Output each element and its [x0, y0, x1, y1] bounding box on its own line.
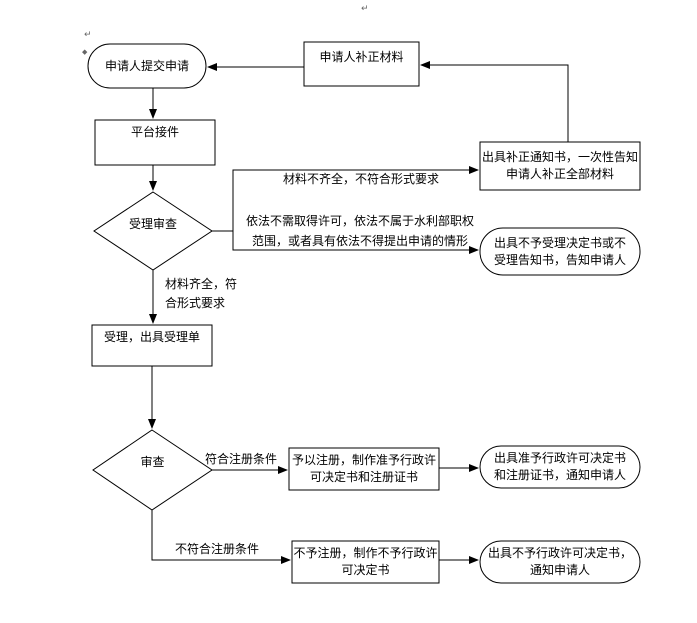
bullet-mark: ◆ — [82, 48, 88, 56]
deny-decision-line-1: 出具不予行政许可决定书， — [487, 546, 632, 560]
receive-node: 平台接件 — [95, 120, 215, 144]
edge-label-meets: 符合注册条件 — [205, 452, 278, 466]
correction-notice-line-1: 出具补正通知书，一次性告知 — [481, 150, 638, 164]
grant-register-shape — [288, 447, 440, 491]
edge-label-not-required-line-2: 范围，或者具有依法不得提出申请的情形 — [252, 234, 469, 248]
acceptance-review-label: 受理审查 — [128, 216, 177, 231]
grant-register-node: 予以注册，制作准予行政许 可决定书和注册证书 — [289, 448, 439, 490]
correction-notice-shape — [479, 141, 641, 191]
submit-node: 申请人提交申请 — [88, 44, 206, 88]
acceptance-review-node: 受理审查 — [94, 214, 212, 234]
paragraph-mark: ↵ — [84, 30, 92, 40]
grant-decision-node: 出具准予行政许可决定书 和注册证书，通知申请人 — [480, 446, 640, 488]
correction-notice-node: 出具补正通知书，一次性告知 申请人补正全部材料 — [480, 142, 640, 190]
receive-shape — [94, 119, 216, 166]
supplement-label: 申请人补正材料 — [319, 49, 404, 64]
arrow-review-correction — [212, 166, 479, 232]
review-label: 审查 — [140, 454, 165, 469]
accept-node: 受理，出具受理单 — [92, 325, 212, 349]
receive-label: 平台接件 — [130, 124, 179, 139]
submit-shape — [87, 43, 207, 89]
submit-label: 申请人提交申请 — [104, 58, 189, 73]
deny-register-line-2: 可决定书 — [341, 563, 390, 577]
deny-decision-node: 出具不予行政许可决定书， 通知申请人 — [480, 541, 640, 583]
grant-decision-line-2: 和注册证书，通知申请人 — [493, 468, 626, 482]
reject-notice-line-2: 受理告知书，告知申请人 — [493, 252, 626, 267]
deny-decision-shape — [479, 540, 641, 584]
grant-register-line-1: 予以注册，制作准予行政许 — [291, 453, 436, 467]
grant-decision-shape — [479, 445, 641, 489]
supplement-shape — [303, 41, 420, 87]
deny-register-node: 不予注册，制作不予行政许 可决定书 — [292, 541, 439, 583]
arrow-correction-supplement — [420, 61, 569, 142]
paragraph-mark: ↵ — [361, 4, 369, 14]
arrow-review-reject — [232, 231, 479, 254]
reject-notice-line-1: 出具不予受理决定书或不 — [493, 235, 626, 250]
supplement-node: 申请人补正材料 — [304, 42, 419, 72]
grant-decision-line-1: 出具准予行政许可决定书 — [493, 451, 626, 465]
reject-notice-shape — [479, 227, 641, 276]
edge-label-not-meets: 不符合注册条件 — [175, 542, 260, 556]
reject-notice-node: 出具不予受理决定书或不 受理告知书，告知申请人 — [480, 228, 640, 275]
edge-label-complete-line-2: 合形式要求 — [165, 296, 226, 310]
correction-notice-line-2: 申请人补正全部材料 — [505, 167, 614, 181]
accept-label: 受理，出具受理单 — [104, 329, 201, 344]
edge-label-not-required-line-1: 依法不需取得许可，依法不属于水利部职权 — [246, 214, 475, 228]
review-node: 审查 — [93, 452, 212, 472]
arrow-review-deny — [151, 510, 291, 564]
edge-label-complete-line-1: 材料齐全，符 — [165, 277, 238, 291]
deny-register-line-1: 不予注册，制作不予行政许 — [293, 546, 438, 560]
deny-decision-line-2: 通知申请人 — [529, 563, 590, 577]
grant-register-line-2: 可决定书和注册证书 — [309, 470, 418, 484]
edge-label-incomplete: 材料不齐全，不符合形式要求 — [283, 172, 440, 186]
deny-register-shape — [291, 540, 440, 584]
